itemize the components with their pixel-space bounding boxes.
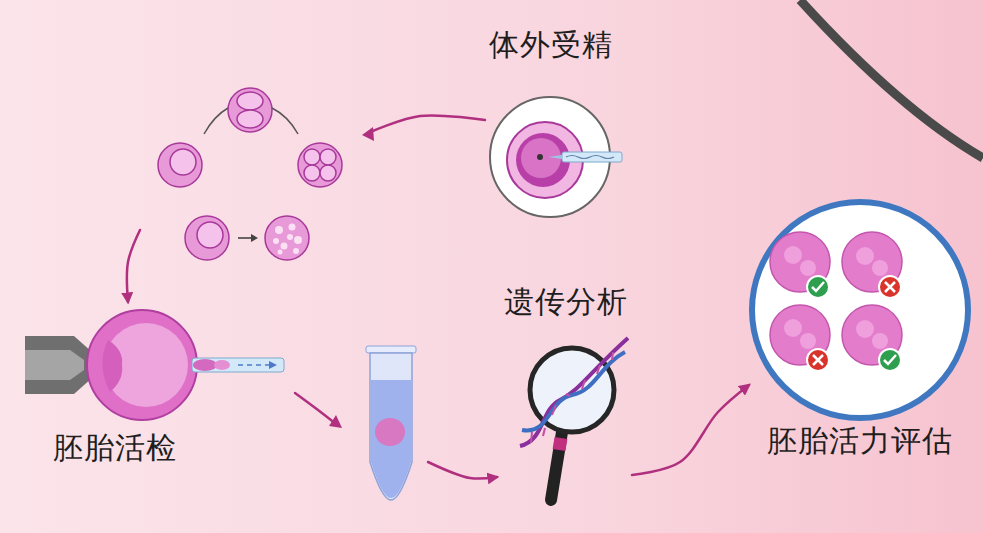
stage-node: 遗传分析 bbox=[500, 285, 632, 510]
embryo-cell bbox=[185, 216, 229, 260]
sperm-tail bbox=[566, 156, 614, 159]
stage-label: 体外受精 bbox=[489, 28, 613, 63]
stage-arrowhead bbox=[251, 234, 258, 242]
blastomere bbox=[320, 149, 336, 165]
stage-label: 遗传分析 bbox=[504, 285, 628, 320]
blastomere bbox=[237, 92, 263, 110]
stage-node: 胚胎活力评估 bbox=[752, 200, 968, 458]
blastomere bbox=[304, 165, 320, 181]
tube-body bbox=[370, 353, 412, 500]
biopsy-illustration bbox=[25, 310, 284, 420]
flow-arrow bbox=[127, 115, 485, 302]
stage-node: 胚胎活检 bbox=[25, 305, 295, 465]
check-mark bbox=[812, 282, 824, 291]
blastomere bbox=[320, 165, 336, 181]
sperm-head bbox=[537, 154, 543, 160]
biopsy-pipette bbox=[192, 358, 284, 372]
pass-badge bbox=[807, 276, 829, 298]
embryo-cells bbox=[784, 246, 888, 349]
embryos bbox=[770, 232, 902, 365]
flow-arrow bbox=[632, 385, 749, 475]
stage-label: 胚胎活力评估 bbox=[767, 424, 953, 459]
pass-badge bbox=[879, 349, 901, 371]
four-cell-embryo bbox=[298, 143, 342, 187]
magnifier-illustration bbox=[520, 338, 628, 500]
cell-sample bbox=[375, 418, 405, 446]
check-mark bbox=[884, 355, 896, 364]
dna-strand bbox=[522, 352, 625, 430]
biopsied-cells bbox=[214, 360, 230, 370]
evaluation-illustration bbox=[752, 202, 968, 418]
cross-mark bbox=[885, 282, 895, 292]
suction-arrow bbox=[238, 364, 270, 366]
ivf-illustration bbox=[490, 97, 622, 217]
sample-tube bbox=[366, 346, 416, 500]
suction-arrowhead bbox=[269, 361, 277, 369]
dna-rungs bbox=[531, 352, 613, 443]
stage-link bbox=[272, 108, 298, 134]
cross-mark bbox=[813, 355, 823, 365]
magnifier-handle bbox=[551, 432, 562, 500]
zygote bbox=[158, 143, 202, 187]
flow-arrow bbox=[295, 393, 497, 479]
tube-rim bbox=[366, 346, 416, 353]
handle-ring bbox=[559, 438, 561, 450]
embryo-stages bbox=[158, 88, 342, 260]
corner-arc bbox=[800, 0, 983, 158]
biopsied-cells bbox=[193, 359, 217, 371]
two-cell-embryo bbox=[228, 88, 272, 132]
holding-pipette bbox=[25, 336, 92, 394]
tube-liquid bbox=[371, 380, 411, 498]
fail-badge bbox=[807, 349, 829, 371]
morula bbox=[265, 216, 309, 260]
holding-pipette-inner bbox=[25, 350, 84, 380]
embryo-nucleus bbox=[197, 222, 223, 248]
morula-cells bbox=[273, 224, 302, 255]
fail-badge bbox=[879, 276, 901, 298]
dna-strand bbox=[520, 338, 628, 446]
blastomere bbox=[237, 110, 263, 128]
stage-label: 胚胎活检 bbox=[53, 431, 177, 466]
egg-inner bbox=[521, 138, 561, 178]
blastomere bbox=[304, 149, 320, 165]
stage-node: 体外受精 bbox=[485, 28, 617, 220]
evaluation-frame bbox=[752, 202, 968, 418]
blastocyst bbox=[87, 310, 197, 420]
injection-pipette bbox=[562, 152, 622, 162]
stage-link bbox=[204, 108, 228, 134]
pronucleus bbox=[170, 149, 196, 175]
pipette-tip bbox=[548, 155, 562, 159]
inner-cell-mass bbox=[102, 340, 122, 392]
